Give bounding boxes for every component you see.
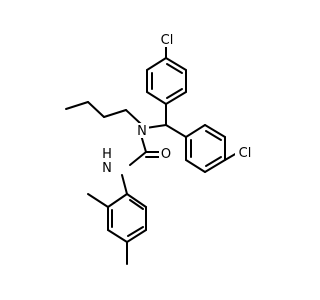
bond: [165, 57, 187, 71]
bond: [166, 88, 183, 99]
bond: [165, 91, 187, 105]
bond: [146, 57, 167, 71]
chlorine-atom-top: Cl: [157, 31, 177, 48]
bond: [121, 174, 128, 195]
oxygen-atom: O: [159, 146, 173, 162]
oxygen-label: O: [161, 147, 171, 162]
bond: [65, 101, 89, 110]
bond: [185, 124, 206, 138]
bond: [145, 124, 167, 129]
bond: [87, 101, 105, 118]
nitrogen-atom: N: [137, 123, 149, 139]
bond: [129, 199, 144, 210]
bond: [125, 109, 142, 125]
chlorine-label: Cl: [239, 146, 252, 161]
bond: [126, 229, 147, 243]
bond: [146, 91, 167, 105]
bond: [107, 193, 128, 208]
chlorine-label: Cl: [161, 33, 174, 48]
bond: [87, 193, 109, 208]
bond: [204, 124, 226, 138]
bond: [126, 193, 147, 208]
chemical-structure: Cl Cl N H N O: [65, 31, 255, 265]
hydrogen-label: H: [102, 147, 112, 162]
bond: [129, 151, 147, 166]
chlorine-atom-right: Cl: [235, 144, 255, 161]
bond: [185, 159, 206, 173]
bond: [204, 159, 226, 173]
nitrogen-label: N: [137, 124, 147, 139]
bond: [205, 130, 222, 141]
bond: [166, 63, 183, 74]
bond: [127, 226, 144, 237]
bond: [103, 109, 127, 118]
bond: [107, 229, 128, 243]
bond: [165, 124, 187, 138]
bonds: [65, 45, 238, 265]
atom-labels: Cl Cl N H N O: [97, 31, 255, 176]
bond: [205, 156, 222, 167]
amide-nitrogen-label: N: [102, 161, 112, 176]
amide-nh-group: H N: [97, 146, 121, 176]
